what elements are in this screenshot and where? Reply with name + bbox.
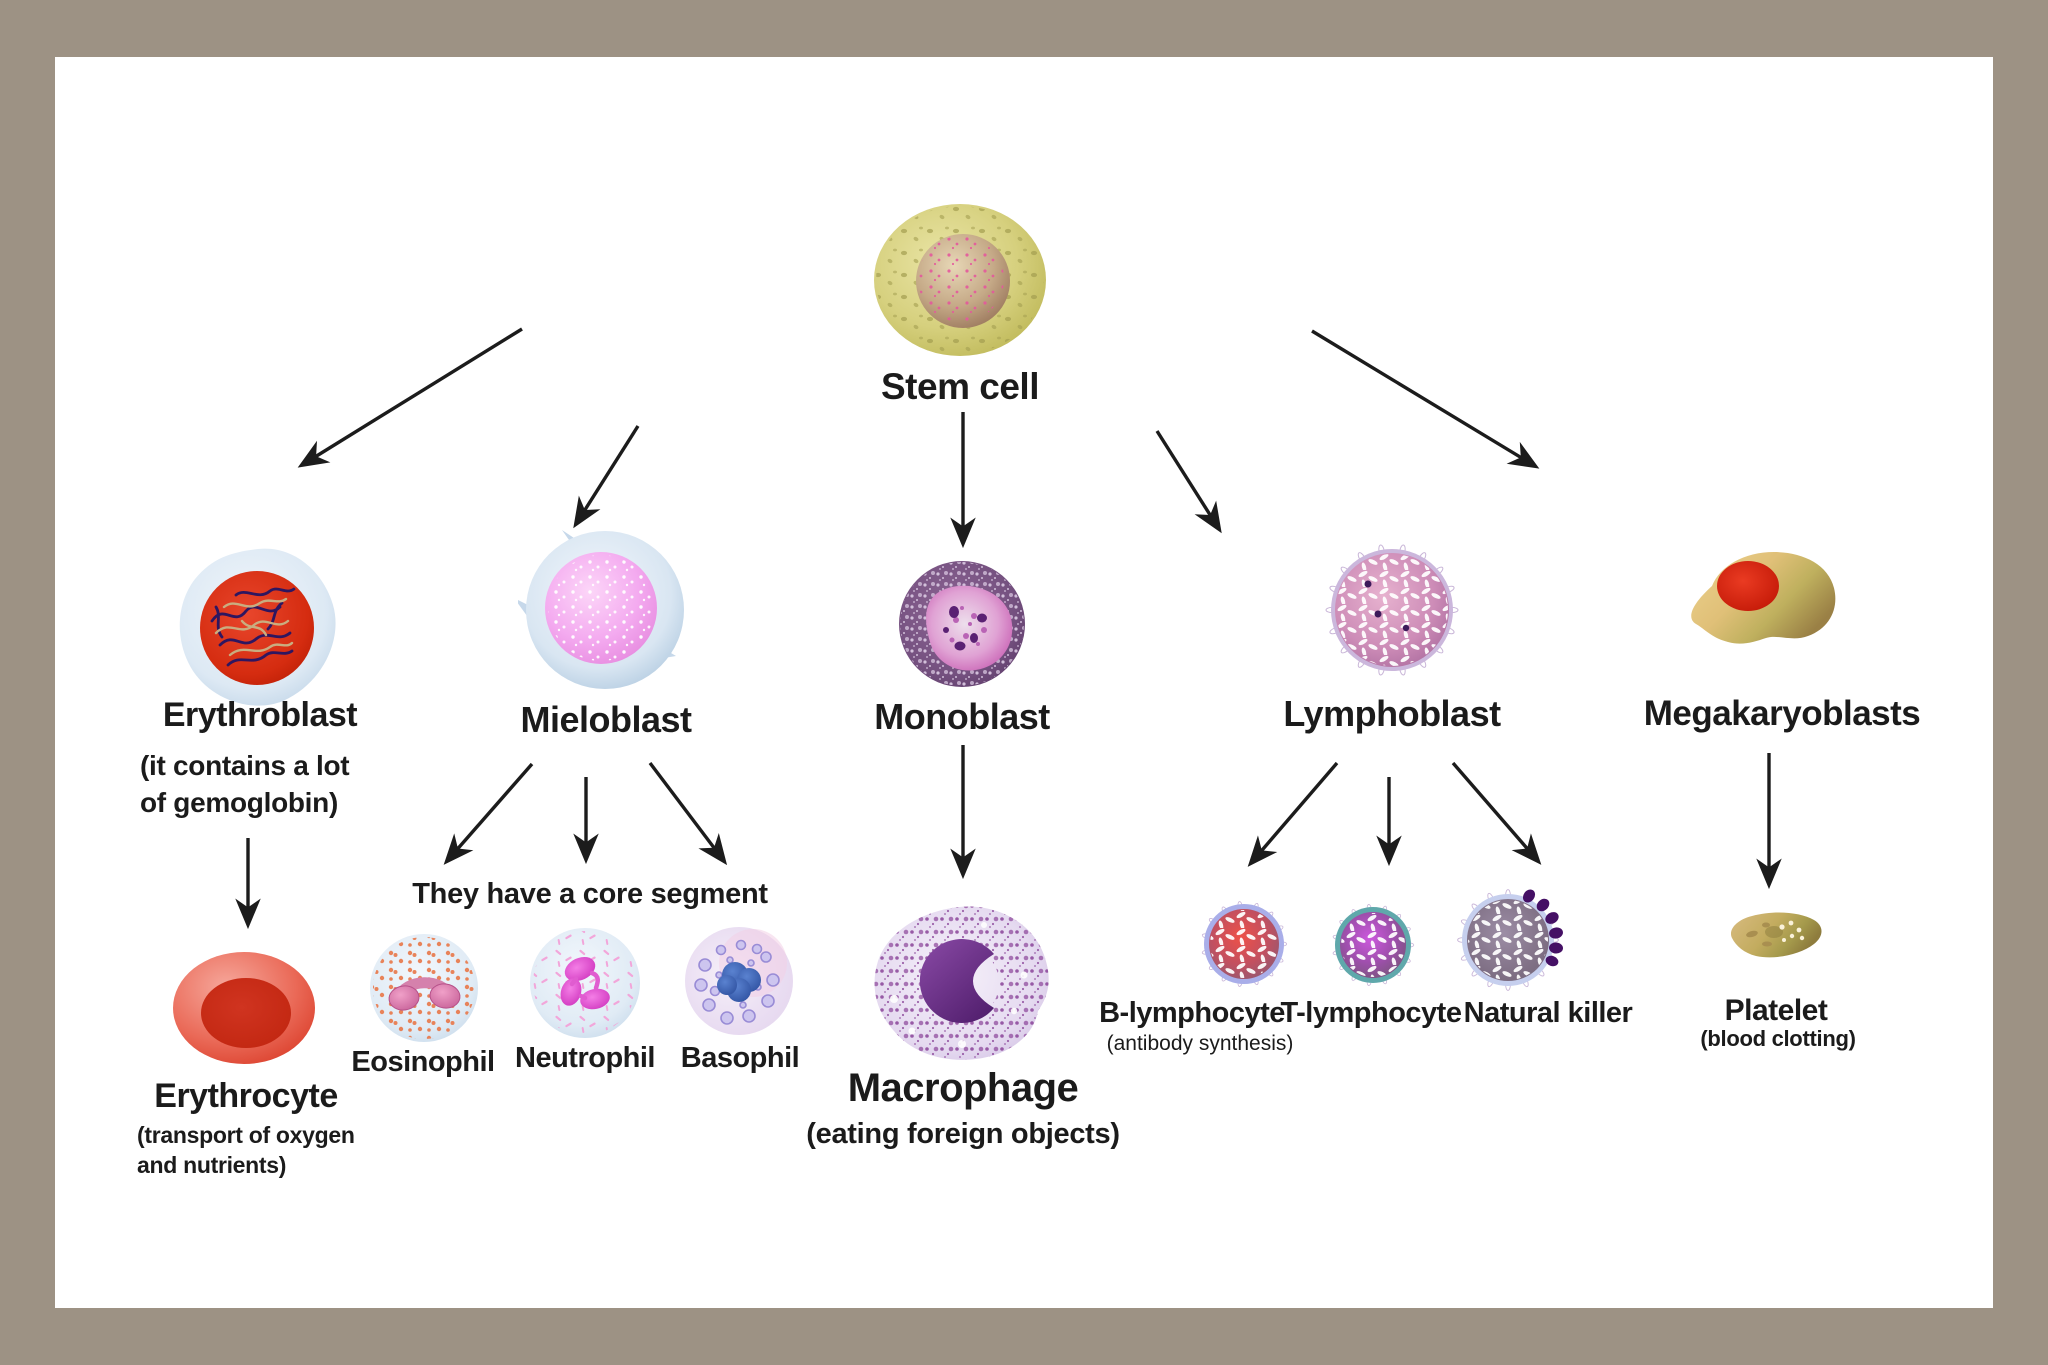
arrow-mieloblast-to-eosinophil — [443, 762, 534, 865]
stem-cell-graphic — [874, 204, 1046, 356]
erythrocyte-note-line2: and nutrients) — [137, 1152, 287, 1178]
erythrocyte-note-line1: (transport of oxygen — [137, 1122, 355, 1148]
mieloblast-label: Mieloblast — [520, 699, 692, 740]
granulocyte-note: They have a core segment — [412, 878, 768, 910]
erythroblast-label: Erythroblast — [162, 696, 358, 734]
megakaryoblasts-graphic — [1691, 552, 1836, 644]
macrophage-note: (eating foreign objects) — [806, 1118, 1120, 1150]
eosinophil-graphic — [370, 934, 478, 1042]
t-lymphocyte-label: T-lymphocyte — [1280, 997, 1462, 1029]
monoblast-graphic — [899, 561, 1025, 687]
erythroblast-note-line2: of gemoglobin) — [140, 787, 338, 818]
arrow-lymphoblast-to-b-lymphocyte — [1247, 761, 1339, 867]
arrow-lymphoblast-to-natural-killer — [1451, 761, 1542, 865]
macrophage-graphic — [874, 906, 1049, 1060]
megakaryoblasts-label: Megakaryoblasts — [1643, 694, 1921, 733]
erythroblast-graphic — [179, 548, 336, 706]
lymphoblast-graphic — [1325, 544, 1459, 676]
basophil-graphic — [685, 927, 793, 1035]
neutrophil-label: Neutrophil — [515, 1042, 656, 1074]
b-lymphocyte-label: B-lymphocyte — [1099, 997, 1285, 1029]
platelet-note: (blood clotting) — [1700, 1026, 1856, 1051]
macrophage-label: Macrophage — [847, 1066, 1079, 1110]
neutrophil-graphic — [530, 928, 640, 1038]
basophil-label: Basophil — [680, 1042, 800, 1074]
platelet-label: Platelet — [1724, 994, 1828, 1027]
monoblast-label: Monoblast — [874, 696, 1050, 737]
natural-killer-label: Natural killer — [1463, 997, 1633, 1029]
arrow-stem-to-megakaryoblasts — [1311, 329, 1540, 469]
stem-cell-label: Stem cell — [881, 366, 1039, 407]
t-lymphocyte-graphic — [1332, 903, 1415, 987]
arrow-stem-to-erythroblast — [297, 327, 523, 468]
arrow-mieloblast-to-basophil — [648, 761, 728, 866]
b-lymphocyte-graphic — [1201, 900, 1288, 988]
mieloblast-graphic — [518, 530, 684, 689]
erythrocyte-graphic — [173, 952, 315, 1064]
eosinophil-label: Eosinophil — [351, 1046, 495, 1078]
erythroblast-note-line1: (it contains a lot — [140, 750, 350, 781]
natural-killer-graphic — [1457, 889, 1563, 991]
arrow-stem-to-mieloblast — [573, 425, 640, 529]
erythrocyte-label: Erythrocyte — [154, 1077, 338, 1115]
arrow-stem-to-lymphoblast — [1155, 430, 1222, 534]
lymphoblast-label: Lymphoblast — [1283, 693, 1501, 734]
b-lymphocyte-note: (antibody synthesis) — [1106, 1032, 1294, 1055]
platelet-graphic — [1730, 912, 1822, 958]
